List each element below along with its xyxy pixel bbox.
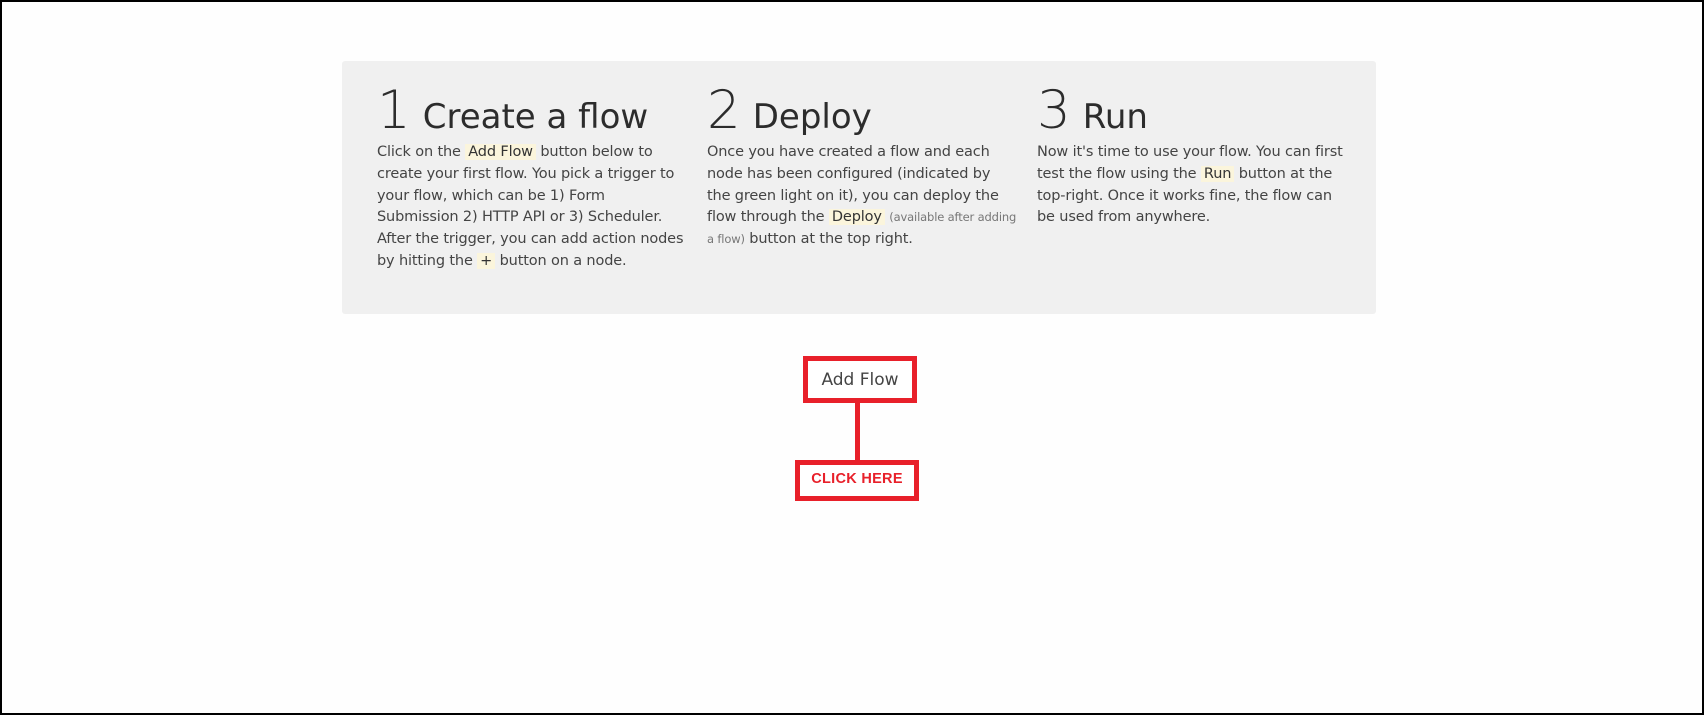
step-heading: 3 Run <box>1037 80 1347 141</box>
step-text-part: button at the top right. <box>744 231 913 248</box>
step-description: Once you have created a flow and each no… <box>707 142 1017 251</box>
deploy-highlight: Deploy <box>828 209 885 226</box>
step-title: Deploy <box>752 97 872 137</box>
step-number: 2 <box>707 80 741 141</box>
step-description: Click on the Add Flow button below to cr… <box>377 142 687 273</box>
run-highlight: Run <box>1200 165 1235 182</box>
plus-highlight: + <box>477 252 496 269</box>
add-flow-button[interactable]: Add Flow <box>821 369 899 390</box>
annotation-connector-line <box>855 403 860 461</box>
click-here-callout: CLICK HERE <box>795 460 919 501</box>
add-flow-highlight: Add Flow <box>465 144 536 160</box>
step-heading: 2 Deploy <box>707 80 1017 141</box>
step-run: 3 Run Now it's time to use your flow. Yo… <box>1037 80 1347 229</box>
step-text-part: Once you have created a flow and each no… <box>707 144 999 226</box>
step-text-part: Click on the <box>377 144 466 160</box>
step-text-part: button on a node. <box>495 252 627 269</box>
step-text-part: Now it's time to use your flow. You can … <box>1037 144 1343 182</box>
step-heading: 1 Create a flow <box>377 80 687 141</box>
add-flow-highlight-box: Add Flow <box>803 356 917 403</box>
step-deploy: 2 Deploy Once you have created a flow an… <box>707 80 1017 251</box>
step-text-part: button at the top-right. Once it works f… <box>1037 165 1333 226</box>
step-description: Now it's time to use your flow. You can … <box>1037 142 1347 229</box>
getting-started-panel: 1 Create a flow Click on the Add Flow bu… <box>342 61 1376 314</box>
click-here-label: CLICK HERE <box>811 470 903 487</box>
step-create-flow: 1 Create a flow Click on the Add Flow bu… <box>377 80 687 273</box>
step-number: 3 <box>1037 80 1071 141</box>
deploy-availability-note: (available after adding a flow) <box>707 210 1017 247</box>
step-text-part: button below to create your first flow. … <box>377 144 684 269</box>
step-title: Run <box>1082 97 1148 137</box>
step-number: 1 <box>377 80 411 141</box>
step-title: Create a flow <box>422 97 649 137</box>
